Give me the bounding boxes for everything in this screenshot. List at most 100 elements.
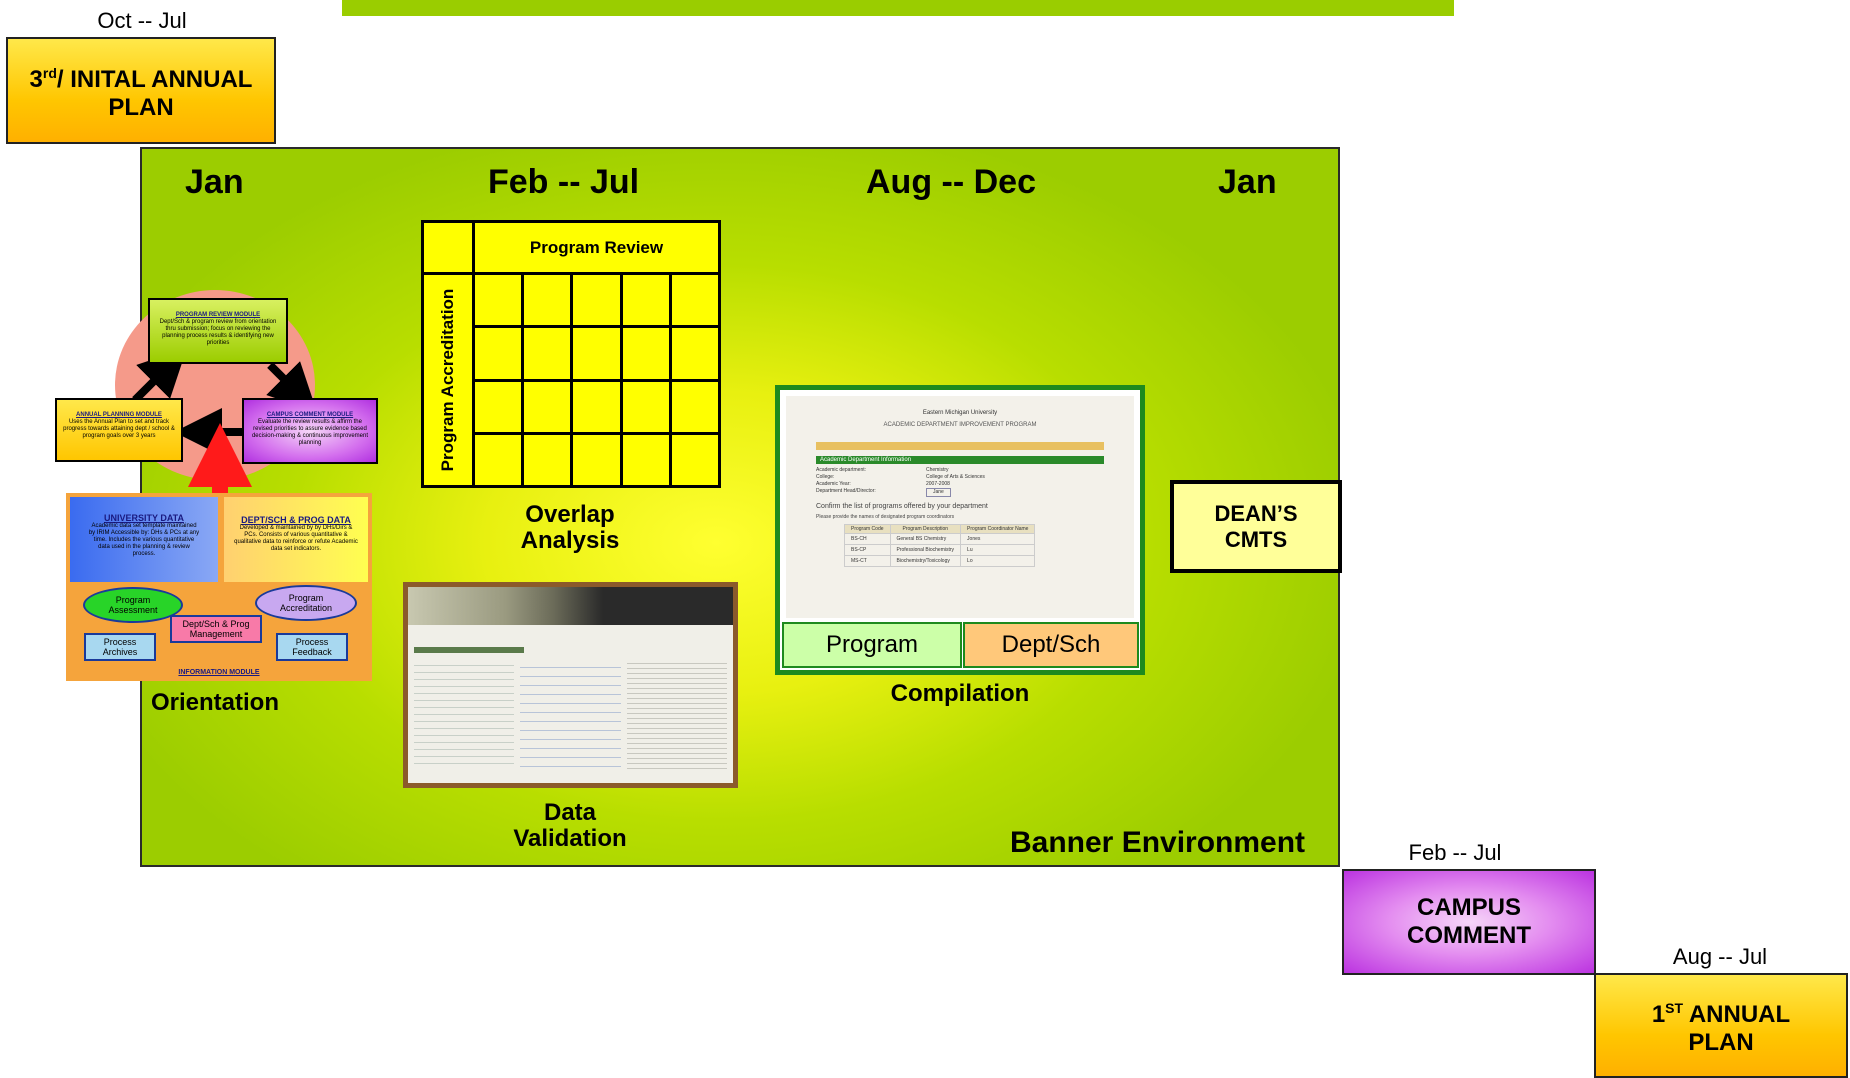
grid-cell: [619, 378, 672, 435]
dept-prog-management-box[interactable]: Dept/Sch & Prog Management: [170, 615, 262, 643]
compilation-screen[interactable]: Eastern Michigan University ACADEMIC DEP…: [786, 396, 1134, 618]
field-label: Academic department:: [816, 467, 867, 473]
initial-annual-plan-box[interactable]: 3rd/ INITAL ANNUAL PLAN: [6, 37, 276, 144]
plan-number: 3: [29, 66, 43, 93]
compilation-tab-strip[interactable]: [816, 442, 1104, 450]
data-validation-screenshot[interactable]: [403, 582, 738, 788]
field-label: Department Head/Director:: [816, 488, 876, 494]
program-assessment-label: Program Assessment: [108, 595, 158, 615]
campus-comment-line2: COMMENT: [1407, 922, 1531, 949]
grid-cell: [668, 378, 722, 435]
campus-comment-box[interactable]: CAMPUS COMMENT: [1342, 869, 1596, 975]
compilation-program-table: Program Code Program Description Program…: [844, 524, 1036, 567]
grid-cell: [521, 325, 574, 382]
field-value: Chemistry: [926, 467, 949, 473]
grid-cell: [668, 325, 722, 382]
top-title-bar: [342, 0, 1454, 16]
process-feedback-box[interactable]: Process Feedback: [276, 633, 348, 661]
validation-columns: [408, 653, 733, 775]
validation-column-right: [626, 659, 727, 769]
table-row: MS-CT Biochemistry/Toxicology Lo: [844, 555, 1036, 567]
field-value[interactable]: Jane: [926, 488, 951, 497]
program-review-module[interactable]: PROGRAM REVIEW MODULE Dept/Sch & program…: [148, 298, 288, 364]
program-assessment-oval[interactable]: Program Assessment: [83, 587, 183, 623]
validation-column-left: [414, 659, 515, 769]
tab-dept-sch[interactable]: Dept/Sch: [963, 622, 1139, 668]
dept-data-text: Developed & maintained by by DHs/Dirs & …: [234, 525, 358, 552]
campus-comment-module-text: Evaluate the review results & affirm the…: [251, 419, 369, 446]
program-accreditation-oval[interactable]: Program Accreditation: [255, 585, 357, 621]
first-annual-plan-box[interactable]: 1ST ANNUAL PLAN: [1594, 973, 1848, 1078]
field-value: 2007-2008: [926, 481, 950, 487]
table-row: BS-CH General BS Chemistry Jones: [844, 533, 1036, 545]
grid-cell: [668, 271, 722, 329]
table-cell: BS-CH: [844, 533, 891, 545]
table-cell: Biochemistry/Toxicology: [889, 555, 962, 567]
compilation-caption: Compilation: [890, 680, 1030, 707]
initial-plan-date: Oct -- Jul: [97, 8, 187, 33]
grid-row-header: Program Accreditation: [438, 288, 457, 472]
compilation-screen-title: Eastern Michigan University: [922, 410, 998, 416]
validation-caption: Data Validation: [480, 800, 660, 852]
first-plan-date: Aug -- Jul: [1672, 944, 1768, 969]
dept-data-panel[interactable]: DEPT/SCH & PROG DATA Developed & maintai…: [224, 497, 368, 582]
field-label: Academic Year:: [816, 481, 851, 487]
grid-cell: [521, 271, 574, 329]
overlap-caption-line1: Overlap: [525, 501, 615, 528]
annual-planning-module-title: ANNUAL PLANNING MODULE: [76, 412, 162, 418]
dept-data-title: DEPT/SCH & PROG DATA: [241, 515, 351, 525]
grid-row-header-cell: Program Accreditation: [421, 272, 475, 488]
annual-planning-module-text: Uses the Annual Plan to set and track pr…: [63, 419, 175, 439]
grid-cell: [570, 271, 623, 329]
validation-caption-line1: Data: [543, 799, 597, 826]
validation-caption-line2: Validation: [513, 825, 627, 852]
table-cell: Professional Biochemistry: [889, 544, 962, 556]
information-module-label: INFORMATION MODULE: [178, 669, 260, 676]
table-cell[interactable]: Lu: [960, 544, 1036, 556]
annual-planning-module[interactable]: ANNUAL PLANNING MODULE Uses the Annual P…: [55, 398, 183, 462]
table-cell: MS-CT: [844, 555, 891, 567]
validation-column-middle: [520, 659, 621, 769]
overlap-caption: Overlap Analysis: [480, 502, 660, 554]
table-cell: BS-CP: [844, 544, 891, 556]
grid-corner-cell: [421, 220, 475, 275]
grid-cell: [668, 431, 722, 489]
process-archives-box[interactable]: Process Archives: [84, 633, 156, 661]
deans-comments-box[interactable]: DEAN’S CMTS: [1170, 480, 1342, 573]
compilation-confirm-text: Confirm the list of programs offered by …: [816, 503, 988, 510]
grid-cell: [521, 431, 574, 489]
grid-column-header: Program Review: [472, 220, 721, 275]
validation-header-image: [408, 587, 733, 625]
campus-comment-line1: CAMPUS: [1416, 894, 1521, 921]
grid-cell: [471, 325, 525, 382]
first-plan-number: 1: [1651, 1001, 1666, 1028]
grid-cell: [619, 271, 672, 329]
dept-prog-management-label: Dept/Sch & Prog Management: [182, 619, 250, 639]
campus-comment-module[interactable]: CAMPUS COMMENT MODULE Evaluate the revie…: [242, 398, 378, 464]
university-data-panel[interactable]: UNIVERSITY DATA Academic data set templa…: [70, 497, 218, 582]
compilation-provide-text: Please provide the names of designated p…: [816, 514, 955, 520]
grid-cell: [471, 431, 525, 489]
header-jan-2: Jan: [1218, 163, 1277, 201]
field-value: College of Arts & Sciences: [926, 474, 985, 480]
process-feedback-label: Process Feedback: [292, 637, 332, 657]
program-review-module-text: Dept/Sch & program review from orientati…: [159, 319, 277, 346]
table-cell[interactable]: Jones: [960, 533, 1036, 545]
table-row: BS-CP Professional Biochemistry Lu: [844, 544, 1036, 556]
grid-cell: [471, 378, 525, 435]
campus-comment-date: Feb -- Jul: [1408, 840, 1502, 865]
orientation-caption: Orientation: [150, 689, 279, 716]
header-aug-dec: Aug -- Dec: [866, 163, 1036, 201]
deans-line2: CMTS: [1224, 526, 1288, 552]
tab-program[interactable]: Program: [782, 622, 962, 668]
table-cell[interactable]: Lo: [960, 555, 1036, 567]
first-plan-title-line2: PLAN: [1688, 1029, 1754, 1056]
table-header: Program Description: [889, 524, 962, 534]
field-label: College:: [816, 474, 835, 480]
grid-cell: [619, 325, 672, 382]
grid-cell: [570, 431, 623, 489]
plan-suffix: rd: [42, 65, 57, 81]
program-review-module-title: PROGRAM REVIEW MODULE: [175, 312, 261, 318]
plan-title: / INITAL ANNUAL: [56, 66, 253, 93]
campus-comment-module-title: CAMPUS COMMENT MODULE: [266, 412, 354, 418]
